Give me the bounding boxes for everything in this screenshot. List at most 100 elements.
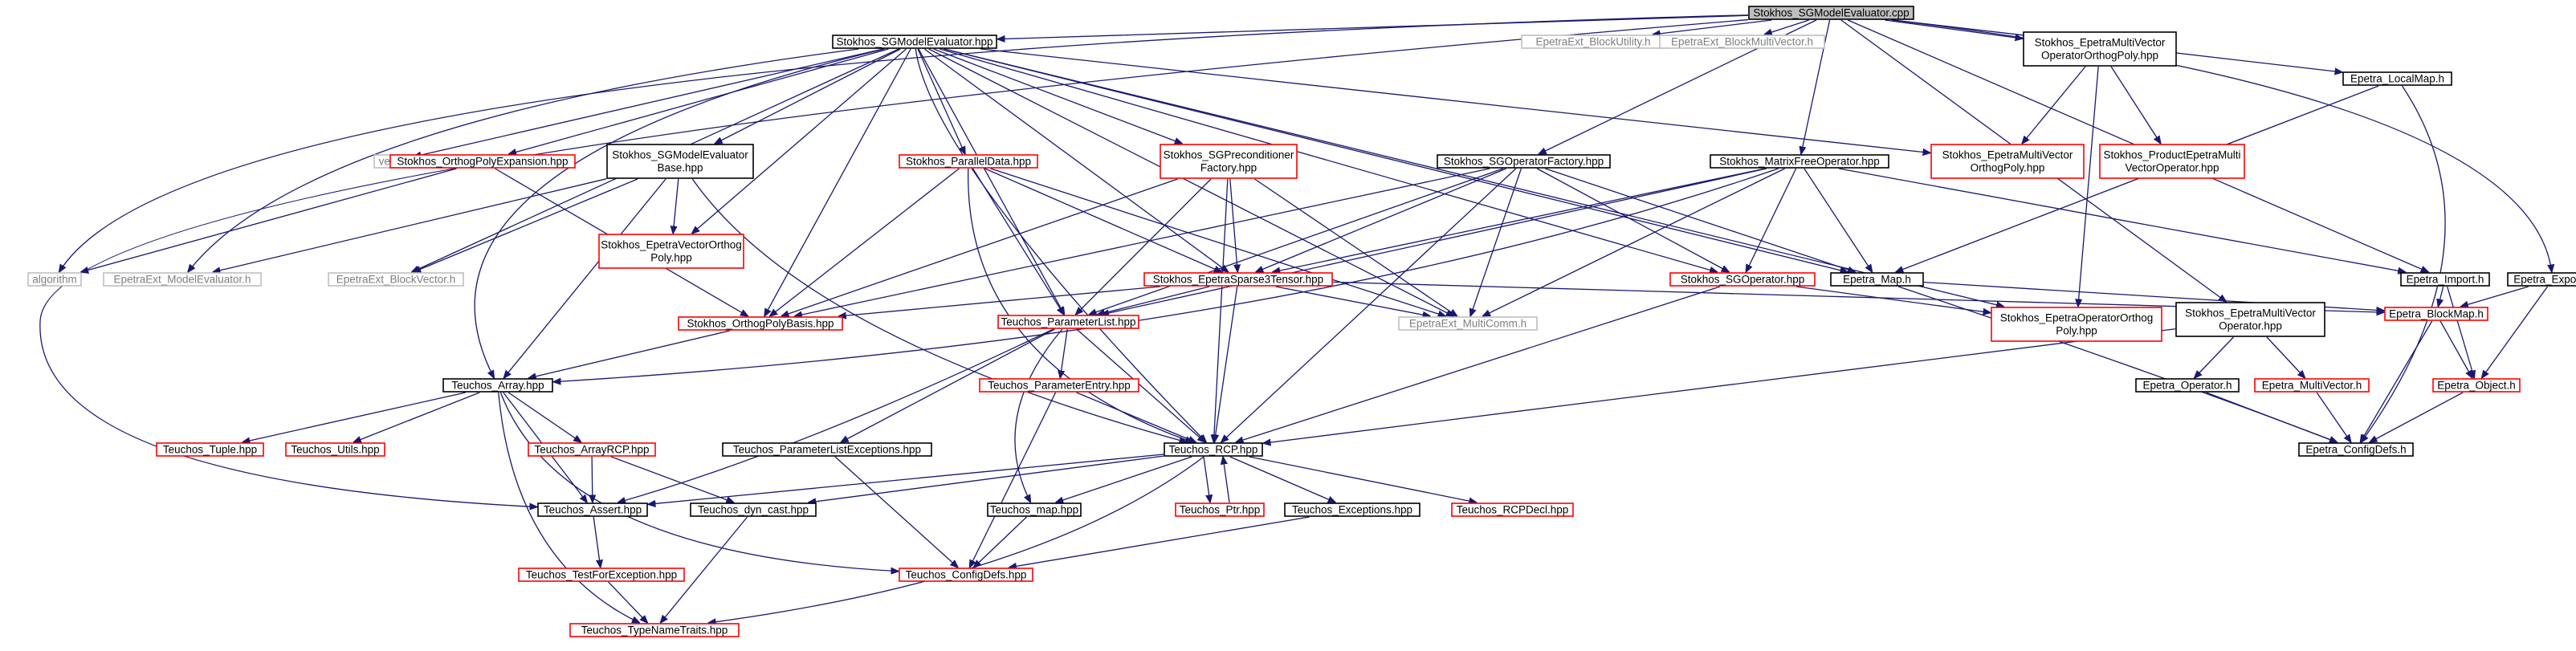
node-eimport[interactable]: Epetra_Import.h (2400, 272, 2490, 287)
node-label: Teuchos_Ptr.hpp (1180, 504, 1261, 516)
node-label: Operator.hpp (2219, 320, 2282, 332)
edge-sgme_hpp-to-opexp (508, 48, 889, 154)
node-tutils[interactable]: Teuchos_Utils.hpp (285, 442, 385, 457)
node-label: OperatorOrthogPoly.hpp (2041, 50, 2158, 62)
node-texc[interactable]: Teuchos_Exceptions.hpp (1284, 502, 1420, 517)
node-mfo[interactable]: Stokhos_MatrixFreeOperator.hpp (1710, 154, 1889, 169)
node-tarcp[interactable]: Teuchos_ArrayRCP.hpp (528, 442, 656, 457)
edge-trcp-to-ttnt (708, 456, 1204, 623)
node-ttnt[interactable]: Teuchos_TypeNameTraits.hpp (569, 623, 740, 637)
node-box (678, 316, 843, 331)
edge-eexport-to-blockmap (2460, 286, 2529, 307)
node-eoperator[interactable]: Epetra_Operator.h (2135, 378, 2240, 393)
node-eexport[interactable]: Epetra_Export.h (2507, 272, 2576, 287)
node-label: Stokhos_ParallelData.hpp (906, 156, 1031, 168)
node-label: Base.hpp (657, 162, 703, 174)
node-sgop[interactable]: Stokhos_SGOperator.hpp (1669, 272, 1816, 287)
node-trcp[interactable]: Teuchos_RCP.hpp (1164, 442, 1263, 457)
edge-ttfe-to-ttnt (608, 581, 648, 623)
node-sgme_hpp[interactable]: Stokhos_SGModelEvaluator.hpp (832, 35, 997, 49)
node-localmap[interactable]: Epetra_LocalMap.h (2342, 71, 2452, 86)
node-label: Epetra_Map.h (1843, 274, 1911, 286)
node-pardata[interactable]: Stokhos_ParallelData.hpp (899, 154, 1038, 169)
node-tdyncast[interactable]: Teuchos_dyn_cast.hpp (690, 502, 817, 517)
node-box (1991, 307, 2162, 342)
node-box (899, 568, 1033, 582)
node-opb[interactable]: Stokhos_OrthogPolyBasis.hpp (678, 316, 843, 331)
node-ttuple[interactable]: Teuchos_Tuple.hpp (156, 442, 264, 457)
node-label: EpetraExt_BlockMultiVector.h (1671, 36, 1813, 48)
edge-mfo-to-eimport (1839, 168, 2406, 272)
node-label: Stokhos_SGModelEvaluator.hpp (836, 36, 992, 48)
node-label: Teuchos_RCPDecl.hpp (1457, 504, 1569, 516)
node-label: EpetraExt_MultiComm.h (1409, 318, 1526, 330)
node-prodemvo[interactable]: Stokhos_ProductEpetraMultiVectorOperator… (2099, 144, 2245, 179)
node-box (1398, 316, 1538, 331)
node-blockutil[interactable]: EpetraExt_BlockUtility.h (1521, 35, 1665, 49)
edge-sgme_hpp-to-emap (944, 48, 1848, 272)
node-tconfig[interactable]: Teuchos_ConfigDefs.hpp (899, 568, 1033, 582)
node-plistexc[interactable]: Teuchos_ParameterListExceptions.hpp (722, 442, 932, 457)
edge-sgmebase-to-tarray (503, 178, 666, 378)
node-emap[interactable]: Epetra_Map.h (1830, 272, 1924, 287)
node-box (156, 442, 264, 457)
edge-sgprec-to-multicomm (1254, 178, 1457, 316)
node-opexp[interactable]: Stokhos_OrthogPolyExpansion.hpp (389, 154, 576, 169)
node-trcpdecl[interactable]: Teuchos_RCPDecl.hpp (1451, 502, 1574, 517)
node-blockmv[interactable]: EpetraExt_BlockMultiVector.h (1659, 35, 1825, 49)
node-ttfe[interactable]: Teuchos_TestForException.hpp (518, 568, 685, 582)
edge-localmap-to-econfig (2361, 85, 2446, 442)
edge-eimport-to-eobject (2447, 286, 2475, 378)
edge-emvopop-to-eopop (2078, 66, 2099, 307)
edge-eimport-to-blockmap (2438, 286, 2443, 307)
node-label: Stokhos_EpetraMultiVector (1942, 149, 2073, 161)
node-label: Teuchos_Utils.hpp (291, 444, 379, 456)
node-blockvec[interactable]: EpetraExt_BlockVector.h (328, 272, 464, 287)
edge-es3t-to-opb (838, 286, 1160, 316)
edge-pardata-to-opb (770, 168, 960, 316)
node-tptr[interactable]: Teuchos_Ptr.hpp (1175, 502, 1265, 517)
edge-sgme_hpp-to-tarray (474, 48, 885, 378)
node-emultivec[interactable]: Epetra_MultiVector.h (2254, 378, 2370, 393)
node-sgopfac[interactable]: Stokhos_SGOperatorFactory.hpp (1437, 154, 1611, 169)
node-tassert[interactable]: Teuchos_Assert.hpp (537, 502, 648, 517)
node-eobject[interactable]: Epetra_Object.h (2432, 378, 2521, 393)
edge-sgme_hpp-to-eopop (944, 48, 2004, 307)
node-pentry[interactable]: Teuchos_ParameterEntry.hpp (979, 378, 1139, 393)
edge-sgprec-to-trcp (1213, 178, 1229, 442)
node-emvopop[interactable]: Stokhos_EpetraMultiVectorOperatorOrthogP… (2023, 31, 2177, 67)
node-label: Teuchos_TypeNameTraits.hpp (581, 625, 728, 637)
edge-es3t-to-plist (1097, 286, 1210, 315)
node-box (1748, 6, 1914, 20)
node-label: Teuchos_Array.hpp (451, 380, 544, 392)
node-box (528, 442, 656, 457)
node-label: OrthogPoly.hpp (1971, 162, 2045, 174)
node-box (987, 502, 1082, 517)
edge-sgopfac-to-multicomm (1470, 168, 1522, 316)
node-label: Epetra_Export.h (2513, 274, 2576, 286)
node-algorithm[interactable]: algorithm (27, 272, 82, 287)
edge-plistexc-to-tconfig (834, 456, 958, 568)
node-econfig[interactable]: Epetra_ConfigDefs.h (2298, 442, 2414, 457)
node-label: Teuchos_dyn_cast.hpp (698, 504, 809, 516)
node-es3t[interactable]: Stokhos_EpetraSparse3Tensor.hpp (1143, 272, 1333, 287)
node-multicomm[interactable]: EpetraExt_MultiComm.h (1398, 316, 1538, 331)
node-label: Teuchos_ParameterListExceptions.hpp (733, 444, 921, 456)
node-label: Teuchos_Exceptions.hpp (1292, 504, 1412, 516)
node-box (2175, 302, 2325, 337)
node-box (2507, 272, 2576, 287)
node-tarray[interactable]: Teuchos_Array.hpp (442, 378, 553, 393)
node-blockmap[interactable]: Epetra_BlockMap.h (2384, 307, 2488, 321)
node-modeleval[interactable]: EpetraExt_ModelEvaluator.h (103, 272, 262, 287)
edge-sgme_hpp-to-evop (692, 48, 907, 234)
node-root[interactable]: Stokhos_SGModelEvaluator.cpp (1748, 6, 1914, 20)
node-plist[interactable]: Teuchos_ParameterList.hpp (997, 315, 1139, 329)
node-tmap[interactable]: Teuchos_map.hpp (987, 502, 1082, 517)
node-label: Teuchos_TestForException.hpp (526, 569, 677, 581)
